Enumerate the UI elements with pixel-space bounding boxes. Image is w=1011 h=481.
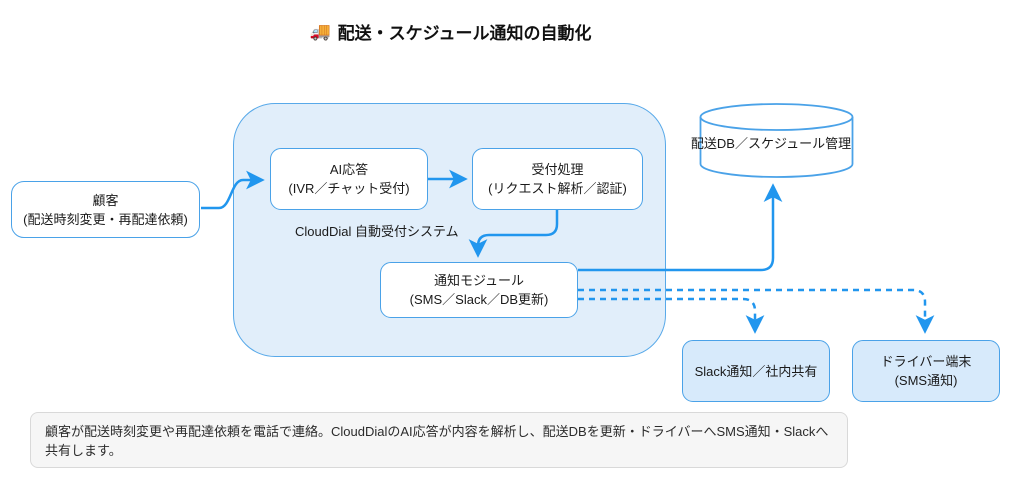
node-ai-response: AI応答 (IVR／チャット受付): [270, 148, 428, 210]
node-driver-subtitle: (SMS通知): [894, 373, 958, 388]
node-notify-module-subtitle: (SMS／Slack／DB更新): [409, 292, 549, 307]
diagram-title: 🚚 配送・スケジュール通知の自動化: [0, 19, 901, 44]
node-intake-subtitle: (リクエスト解析／認証): [488, 181, 627, 196]
node-notify-module: 通知モジュール (SMS／Slack／DB更新): [380, 262, 578, 318]
description-note-text: 顧客が配送時刻変更や再配達依頼を電話で連絡。CloudDialのAI応答が内容を…: [45, 424, 829, 458]
node-intake: 受付処理 (リクエスト解析／認証): [472, 148, 643, 210]
diagram-title-text: 配送・スケジュール通知の自動化: [337, 24, 592, 43]
database-cylinder-icon: [699, 103, 854, 178]
subsystem-label: CloudDial 自動受付システム: [295, 224, 459, 239]
description-note: 顧客が配送時刻変更や再配達依頼を電話で連絡。CloudDialのAI応答が内容を…: [30, 412, 848, 468]
node-driver-title: ドライバー端末: [880, 354, 972, 369]
truck-emoji-icon: 🚚: [309, 21, 331, 41]
node-notify-module-title: 通知モジュール: [433, 273, 525, 288]
node-ai-response-title: AI応答: [329, 162, 369, 177]
node-database-label: 配送DB／スケジュール管理: [690, 136, 852, 151]
node-slack-label: Slack通知／社内共有: [694, 363, 818, 379]
node-intake-title: 受付処理: [531, 162, 584, 177]
node-slack: Slack通知／社内共有: [682, 340, 830, 402]
node-customer-subtitle: (配送時刻変更・再配達依頼): [23, 211, 188, 227]
node-ai-response-subtitle: (IVR／チャット受付): [288, 181, 410, 196]
node-driver: ドライバー端末 (SMS通知): [852, 340, 1000, 402]
node-customer: 顧客 (配送時刻変更・再配達依頼): [11, 181, 200, 238]
node-customer-title: 顧客: [92, 192, 119, 208]
